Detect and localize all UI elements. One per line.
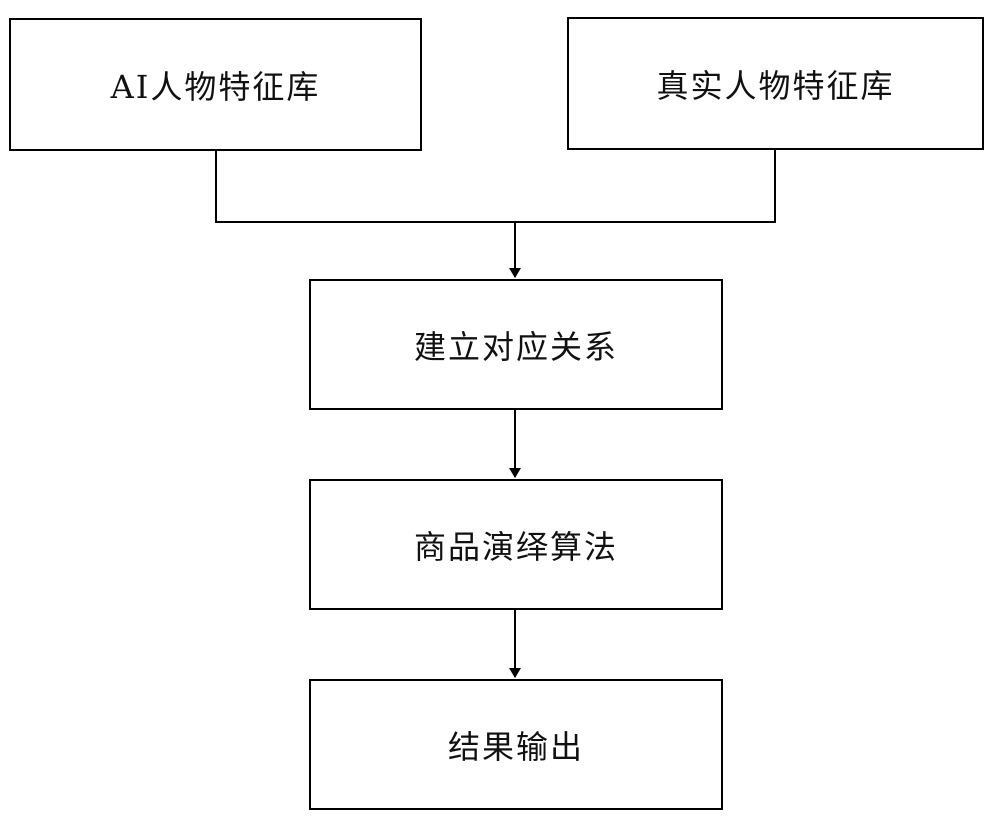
node-real-library: 真实人物特征库 xyxy=(567,17,984,150)
node-algorithm: 商品演绎算法 xyxy=(309,479,723,610)
node-output: 结果输出 xyxy=(309,679,723,810)
node-ai-library: AI人物特征库 xyxy=(9,18,422,151)
node-relation: 建立对应关系 xyxy=(309,279,723,410)
node-ai-library-label: AI人物特征库 xyxy=(110,67,321,106)
connector-ai-to-merge xyxy=(215,151,515,223)
connector-real-to-merge xyxy=(515,150,776,223)
node-output-label: 结果输出 xyxy=(447,727,584,766)
node-relation-label: 建立对应关系 xyxy=(413,327,618,366)
node-algorithm-label: 商品演绎算法 xyxy=(413,527,618,566)
node-real-library-label: 真实人物特征库 xyxy=(656,66,895,105)
